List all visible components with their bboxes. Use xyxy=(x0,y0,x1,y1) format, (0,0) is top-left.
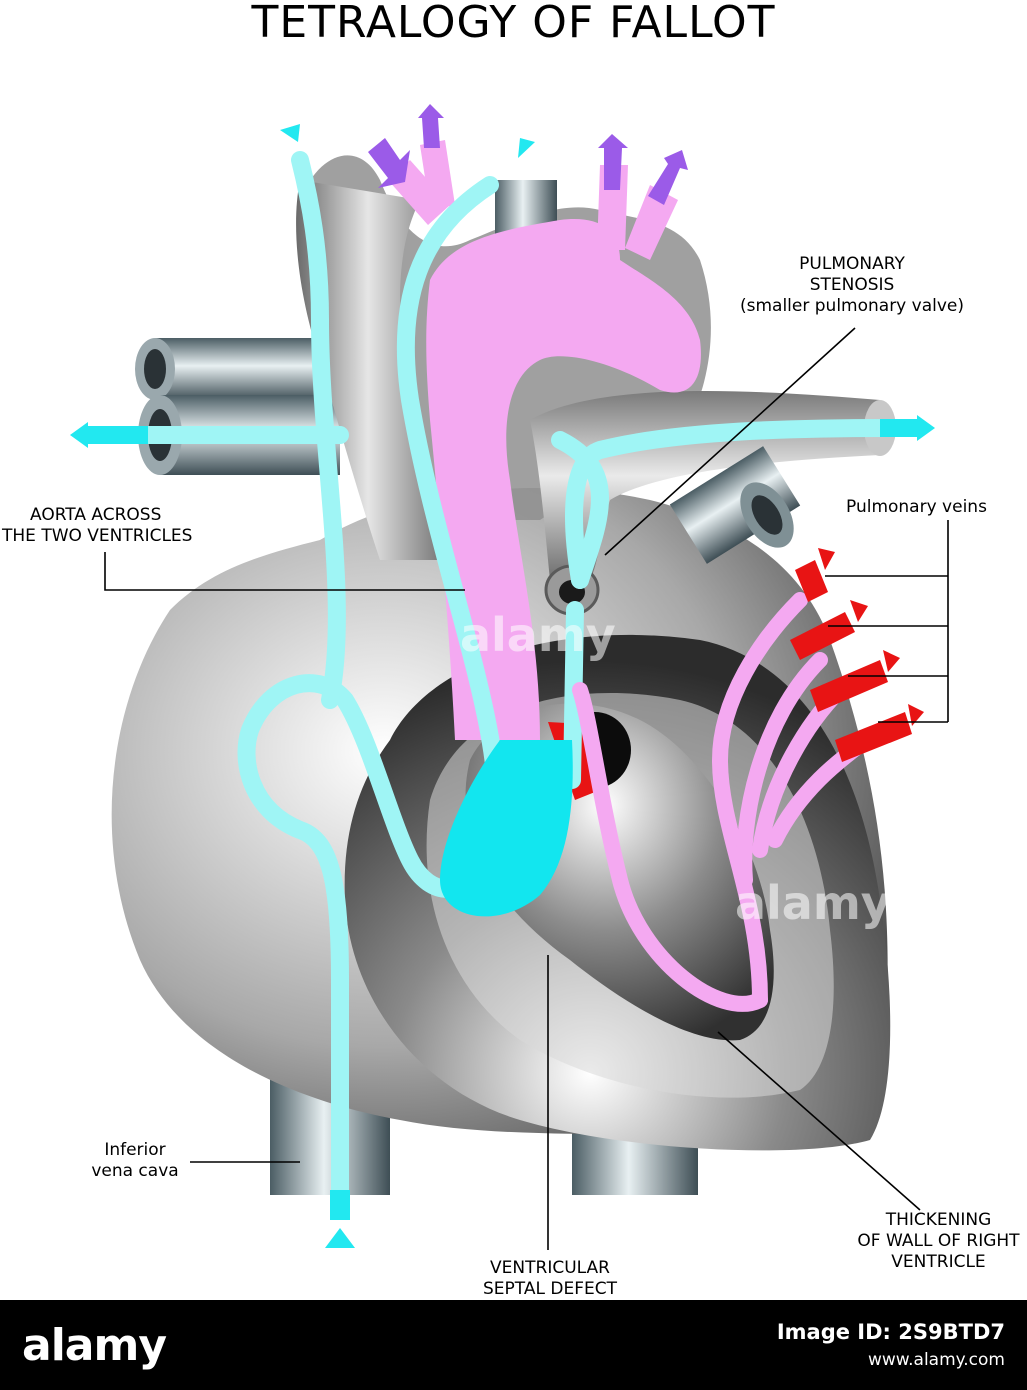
label-line: SEPTAL DEFECT xyxy=(483,1279,617,1299)
purple-arrows xyxy=(368,104,688,205)
pulmonary-vein-inflow xyxy=(790,548,924,762)
page-title: TETRALOGY OF FALLOT xyxy=(251,0,776,48)
label-line: VENTRICULAR xyxy=(490,1258,610,1278)
right-ventricle-wall-label: THICKENING OF WALL OF RIGHT VENTRICLE xyxy=(850,1210,1027,1273)
label-line: vena cava xyxy=(91,1161,179,1181)
label-line: AORTA ACROSS xyxy=(30,505,162,525)
footer-bar: alamy Image ID: 2S9BTD7 www.alamy.com xyxy=(0,1300,1027,1390)
label-line: PULMONARY xyxy=(799,254,905,274)
pulmonary-stenosis-label: PULMONARY STENOSIS (smaller pulmonary va… xyxy=(730,254,974,317)
heart-diagram xyxy=(70,104,949,1250)
label-line: THICKENING xyxy=(885,1210,992,1230)
footer-url: www.alamy.com xyxy=(867,1350,1005,1370)
pulmonary-veins-label: Pulmonary veins xyxy=(846,497,987,517)
label-line: (smaller pulmonary valve) xyxy=(739,296,964,316)
label-line: STENOSIS xyxy=(809,275,895,295)
watermark: alamy xyxy=(460,608,616,662)
label-line: THE TWO VENTRICLES xyxy=(2,526,193,546)
aorta-label: AORTA ACROSS THE TWO VENTRICLES xyxy=(2,505,192,547)
aorta xyxy=(426,219,701,741)
label-line: Inferior xyxy=(104,1140,166,1160)
diagram-stage: TETRALOGY OF FALLOT PULMONARY STENOSIS (… xyxy=(2,0,1027,1300)
label-line: VENTRICLE xyxy=(891,1252,986,1272)
inferior-vena-cava-label: Inferior vena cava xyxy=(80,1140,190,1182)
vsd-label: VENTRICULAR SEPTAL DEFECT xyxy=(455,1258,645,1300)
label-line: OF WALL OF RIGHT xyxy=(857,1231,1020,1251)
superior-vena-cava xyxy=(296,180,440,560)
cyan-arrows xyxy=(70,124,935,1248)
footer-logo: alamy xyxy=(22,1320,167,1371)
leader-lines xyxy=(104,327,949,1250)
image-id: Image ID: 2S9BTD7 xyxy=(776,1320,1005,1344)
watermark: alamy xyxy=(735,876,891,930)
mixed-blood-vsd xyxy=(440,740,573,917)
